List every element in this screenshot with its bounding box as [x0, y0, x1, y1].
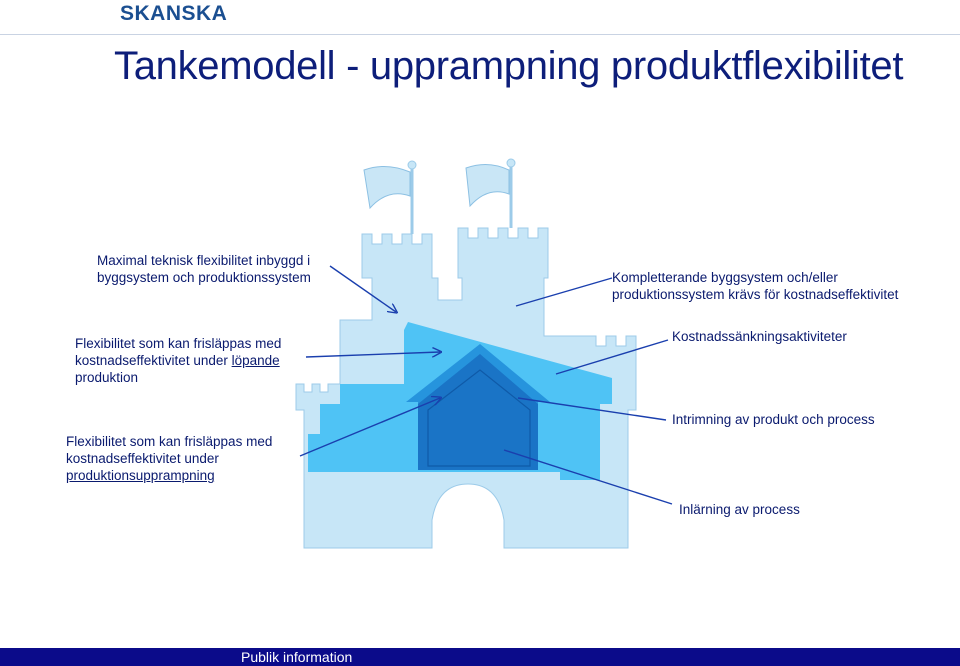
label-flex-running-line2-text: kostnadseffektivitet under [75, 353, 232, 368]
label-complementary-line1: Kompletterande byggsystem och/eller [612, 270, 838, 285]
flag-left [363, 160, 417, 234]
label-flex-rampup: Flexibilitet som kan frisläppas med kost… [66, 433, 272, 484]
arrow-flex-rampup [299, 398, 440, 457]
line-learning [503, 449, 673, 505]
arrow-flex-running [305, 352, 440, 358]
label-cost-reduction: Kostnadssänkningsaktiviteter [672, 329, 847, 344]
arrow-max-flex [329, 265, 396, 312]
footer-bar: Publik information [0, 648, 960, 666]
label-flex-running-line2: kostnadseffektivitet under löpande [75, 352, 281, 369]
label-trimming: Intrimning av produkt och process [672, 412, 875, 427]
label-flex-running-line3: produktion [75, 370, 139, 385]
label-learning: Inlärning av process [679, 502, 800, 517]
layer-core [418, 354, 538, 470]
label-max-flexibility-line1: Maximal teknisk flexibilitet inbyggd i [97, 253, 311, 268]
flag-right [465, 158, 516, 228]
line-trimming [517, 397, 667, 421]
footer-text: Publik information [241, 649, 353, 665]
header-divider [0, 34, 960, 35]
line-cost-reduction [555, 339, 669, 375]
slide-title: Tankemodell - upprampning produktflexibi… [114, 44, 904, 88]
label-max-flexibility-line2: byggsystem och produktionssystem [97, 270, 311, 285]
label-max-flexibility: Maximal teknisk flexibilitet inbyggd i b… [97, 252, 311, 286]
skanska-logo: SKANSKA [120, 2, 228, 25]
label-complementary-systems: Kompletterande byggsystem och/eller prod… [612, 269, 898, 303]
label-flex-rampup-line1: Flexibilitet som kan frisläppas med [66, 434, 273, 449]
label-complementary-line2: produktionssystem krävs för kostnadseffe… [612, 287, 899, 302]
line-complement [515, 277, 613, 307]
label-flex-running-underlined: löpande [231, 353, 280, 368]
label-flex-running-production: Flexibilitet som kan frisläppas med kost… [75, 335, 281, 386]
layer-core-outline [427, 369, 531, 467]
label-flex-rampup-line3: produktionsupprampning [66, 468, 215, 483]
label-flex-rampup-line2: kostnadseffektivitet under [66, 451, 219, 466]
label-flex-running-line1: Flexibilitet som kan frisläppas med [75, 336, 282, 351]
